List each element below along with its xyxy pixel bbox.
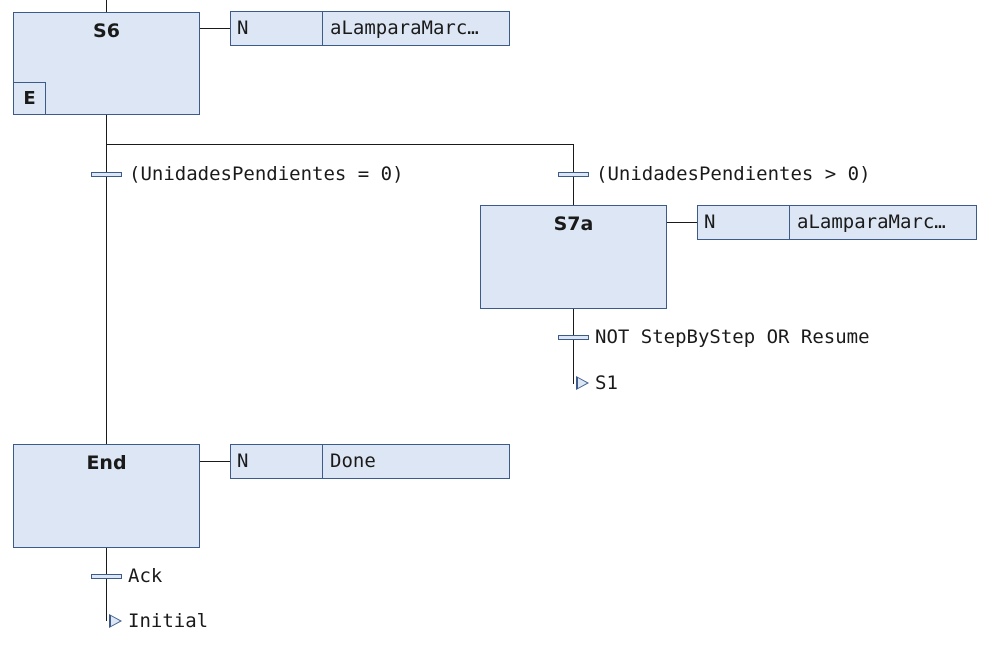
transition-after-end[interactable] (91, 574, 122, 579)
transition-left-branch[interactable] (91, 172, 122, 177)
transition-condition-right: (UnidadesPendientes > 0) (596, 163, 871, 185)
step-s7a-name: S7a (553, 213, 594, 235)
transition-after-s7a[interactable] (558, 335, 589, 340)
jump-target-s1: S1 (595, 372, 618, 394)
transition-right-branch[interactable] (558, 172, 589, 177)
jump-arrow-icon[interactable] (576, 376, 589, 390)
action-qualifier: N (231, 12, 323, 45)
action-name: aLamparaMarc… (330, 17, 479, 39)
step-s7a[interactable]: S7a (480, 205, 667, 309)
step-s6-name: S6 (93, 20, 120, 42)
wire-s7a-action (666, 222, 698, 223)
entry-action-flag[interactable]: E (13, 82, 46, 115)
step-end[interactable]: End (13, 444, 200, 548)
wire-top-s6 (106, 0, 107, 12)
action-block-s7a[interactable]: N aLamparaMarc… (697, 205, 977, 240)
wire-s7a-down (573, 308, 574, 384)
step-s6[interactable]: S6 E (13, 12, 200, 115)
action-qualifier: N (698, 206, 790, 239)
wire-branch-horizontal (106, 144, 574, 145)
action-block-s6[interactable]: N aLamparaMarc… (230, 11, 510, 46)
wire-end-down (106, 547, 107, 621)
transition-condition-after-s7a: NOT StepByStep OR Resume (595, 326, 870, 348)
step-end-name: End (86, 452, 127, 474)
action-name: Done (330, 450, 376, 472)
transition-condition-after-end: Ack (128, 565, 163, 587)
jump-target-initial: Initial (128, 610, 209, 632)
wire-end-action (199, 461, 231, 462)
wire-left-trunk (106, 114, 107, 445)
jump-arrow-icon[interactable] (109, 614, 122, 628)
action-name: aLamparaMarc… (797, 211, 946, 233)
action-qualifier: N (231, 445, 323, 478)
wire-s6-action (199, 28, 231, 29)
action-block-end[interactable]: N Done (230, 444, 510, 479)
transition-condition-left: (UnidadesPendientes = 0) (129, 163, 404, 185)
